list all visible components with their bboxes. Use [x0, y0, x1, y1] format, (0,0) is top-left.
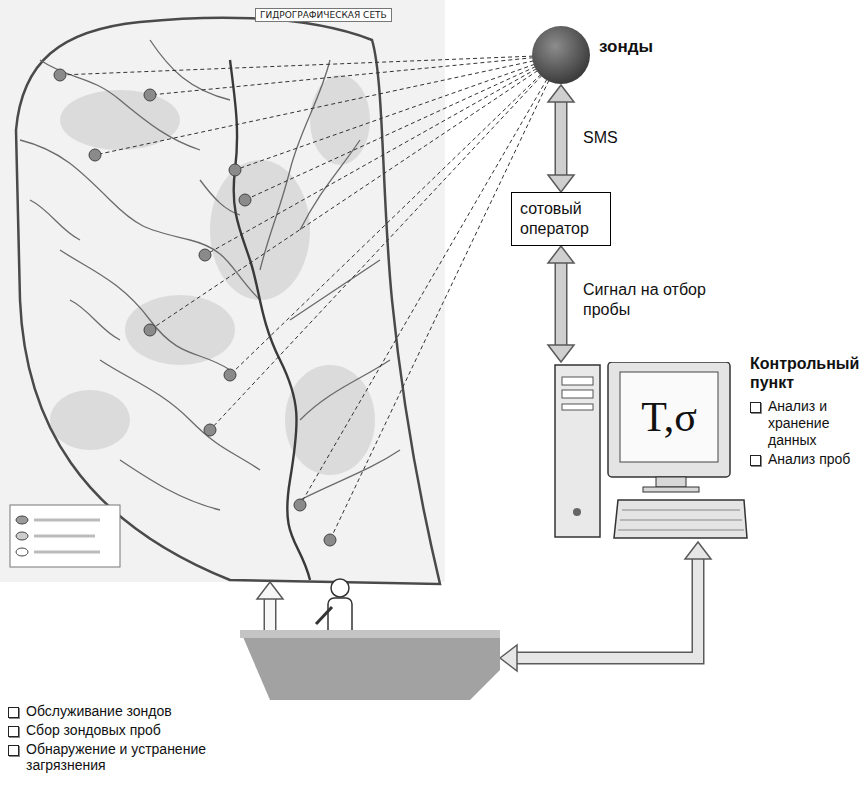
arrow-shaft [517, 559, 698, 658]
control-point-title: Контрольный пункт [750, 354, 864, 392]
arrow-head [548, 345, 574, 362]
bullet-text: Анализ и хранение данных [768, 398, 864, 448]
bullet-box [750, 402, 761, 413]
probe-label: зонды [599, 37, 653, 57]
task-list: Обслуживание зондовСбор зондовых пробОбн… [8, 703, 213, 776]
arrow-shaft-outline [555, 102, 568, 175]
map-region: ГИДРОГРАФИЧЕСКАЯ СЕТЬ [0, 0, 445, 582]
probe-node: зонды [531, 25, 731, 87]
probe-leader-lines [60, 55, 561, 540]
screen-text: T,σ [620, 372, 718, 462]
arrow-shaft-outline [517, 559, 698, 658]
map-title: ГИДРОГРАФИЧЕСКАЯ СЕТЬ [255, 8, 392, 22]
arrow-head [257, 582, 283, 599]
probe-circle [531, 25, 591, 85]
block-arrow [257, 582, 283, 630]
bullet-box [750, 455, 761, 466]
arrow-head [685, 542, 711, 559]
computer-icon [548, 362, 748, 542]
operator-text: сотовый оператор [520, 199, 602, 239]
map-legend [10, 505, 120, 567]
bullet-item: Анализ и хранение данных [750, 398, 864, 448]
operator-box: сотовый оператор [511, 192, 611, 246]
block-arrow [500, 542, 711, 671]
arrow-shaft-outline [264, 599, 277, 630]
arrow-head [548, 175, 574, 192]
bullet-item: Анализ проб [750, 451, 864, 468]
arrow-shaft-outline [555, 263, 568, 345]
arrow-head [548, 246, 574, 263]
region-border [16, 18, 440, 584]
bullet-box [8, 707, 19, 718]
boat-node: Обслуживание зондовСбор зондовых пробОбн… [5, 550, 515, 787]
arrow-head [500, 645, 517, 671]
edge-label: Сигнал на отбор пробы [583, 280, 733, 320]
probe-points [54, 69, 336, 546]
boat-hull [240, 630, 500, 700]
block-arrow [548, 85, 574, 192]
bullet-item: Обнаружение и устранение загрязнения [8, 741, 213, 775]
map-relief [50, 75, 375, 475]
arrow-shaft [556, 102, 566, 175]
bullet-text: Обслуживание зондов [26, 703, 172, 720]
control-point-node: T,σКонтрольный пунктАнализ и хранение да… [548, 362, 868, 562]
rivers [20, 40, 400, 510]
bullet-box [8, 726, 19, 737]
person-figure [316, 579, 352, 638]
bullet-item: Обслуживание зондов [8, 703, 213, 720]
edge-label: SMS [583, 128, 653, 148]
bullet-item: Сбор зондовых проб [8, 722, 213, 739]
operator-node: сотовый оператор [511, 192, 611, 246]
bullet-text: Обнаружение и устранение загрязнения [26, 741, 213, 775]
bullet-text: Анализ проб [768, 451, 850, 468]
main-river [230, 60, 310, 580]
arrow-head [548, 85, 574, 102]
control-point-column: Контрольный пунктАнализ и хранение данны… [750, 354, 864, 470]
bullet-text: Сбор зондовых проб [26, 722, 161, 739]
bullet-box [8, 745, 19, 756]
arrow-shaft [556, 263, 566, 345]
arrow-shaft [265, 599, 275, 630]
block-arrow [548, 246, 574, 362]
